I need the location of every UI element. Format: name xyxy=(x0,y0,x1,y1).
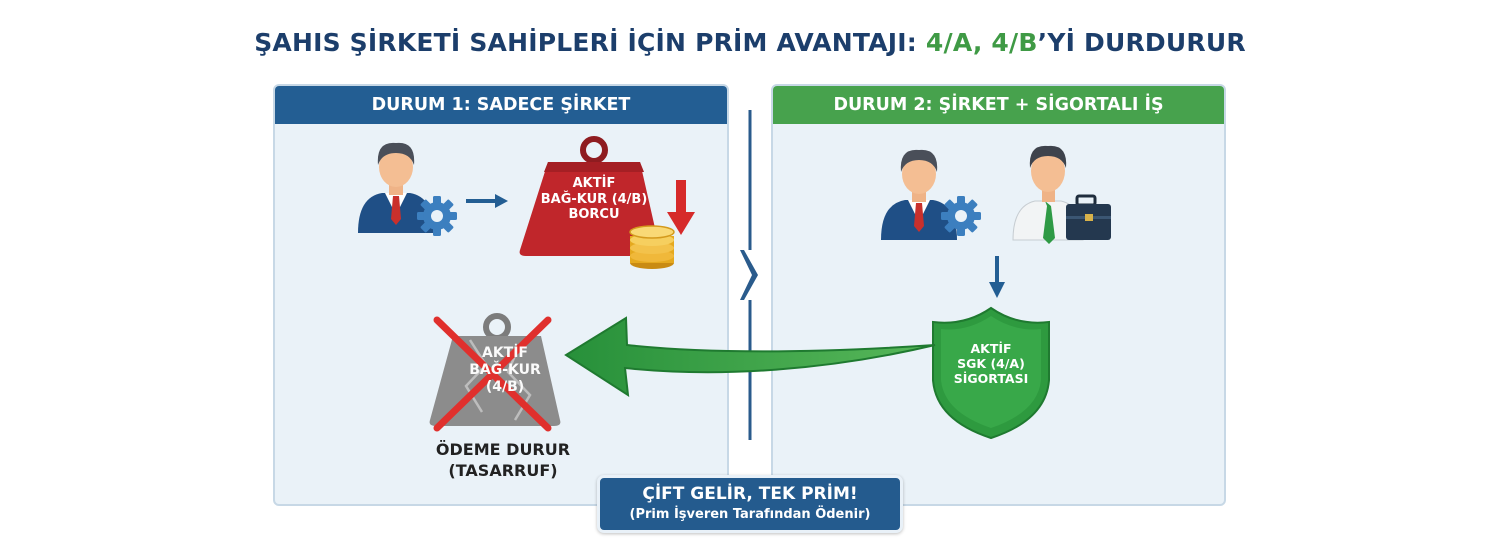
debt-weight-line-1: AKTİF xyxy=(572,176,616,191)
gear-icon xyxy=(417,196,457,236)
title-prefix: ŞAHIS ŞİRKETİ SAHİPLERİ İÇİN PRİM AVANTA… xyxy=(254,28,926,57)
crossed-weight-line-3: (4/B) xyxy=(485,378,525,395)
page-title: ŞAHIS ŞİRKETİ SAHİPLERİ İÇİN PRİM AVANTA… xyxy=(0,28,1500,57)
transfer-arrow xyxy=(564,316,936,397)
payment-stops-line-2: (TASARRUF) xyxy=(448,460,558,480)
banner-title: ÇİFT GELİR, TEK PRİM! xyxy=(642,484,858,504)
case-1-header: DURUM 1: SADECE ŞİRKET xyxy=(275,86,727,124)
payment-stops-label: ÖDEME DURUR (TASARRUF) xyxy=(408,440,598,482)
crossed-weight-line-1: AKTİF xyxy=(481,345,528,361)
shield-label: AKTİF SGK (4/A) SİGORTASI xyxy=(943,341,1039,386)
right-arrow-icon xyxy=(466,194,508,208)
case-1-panel: DURUM 1: SADECE ŞİRKET xyxy=(273,84,729,506)
down-arrow-icon-2 xyxy=(989,256,1005,298)
case-2-panel: DURUM 2: ŞİRKET + SİGORTALI İŞ xyxy=(771,84,1226,506)
weight-icon xyxy=(519,136,661,256)
crossed-weight-label: AKTİF BAĞ-KUR (4/B) xyxy=(455,345,555,395)
debt-weight-line-3: BORCU xyxy=(568,207,620,223)
down-arrow-icon xyxy=(667,180,695,235)
banner-subtitle: (Prim İşveren Tarafından Ödenir) xyxy=(629,507,871,522)
crossed-weight-line-2: BAĞ-KUR xyxy=(469,361,541,378)
summary-banner: ÇİFT GELİR, TEK PRİM! (Prim İşveren Tara… xyxy=(597,475,903,533)
title-accent: 4/A, 4/B xyxy=(925,28,1038,57)
title-suffix: ’Yİ DURDURUR xyxy=(1037,28,1246,57)
briefcase-icon xyxy=(1066,194,1111,240)
debt-weight-label: AKTİF BAĞ-KUR (4/B) BORCU xyxy=(540,176,648,223)
gear-icon-2 xyxy=(941,196,981,236)
payment-stops-line-1: ÖDEME DURUR xyxy=(435,440,571,459)
shield-line-1: AKTİF xyxy=(970,341,1012,356)
shield-line-2: SGK (4/A) xyxy=(957,356,1025,371)
center-divider xyxy=(740,110,758,440)
shield-line-3: SİGORTASI xyxy=(953,371,1029,386)
coins-icon xyxy=(629,225,675,269)
cross-mark-icon xyxy=(433,316,552,432)
shield-icon xyxy=(932,306,1050,440)
case-2-header: DURUM 2: ŞİRKET + SİGORTALI İŞ xyxy=(773,86,1224,124)
debt-weight-line-2: BAĞ-KUR (4/B) xyxy=(540,191,648,207)
employee-icon xyxy=(1012,145,1084,244)
